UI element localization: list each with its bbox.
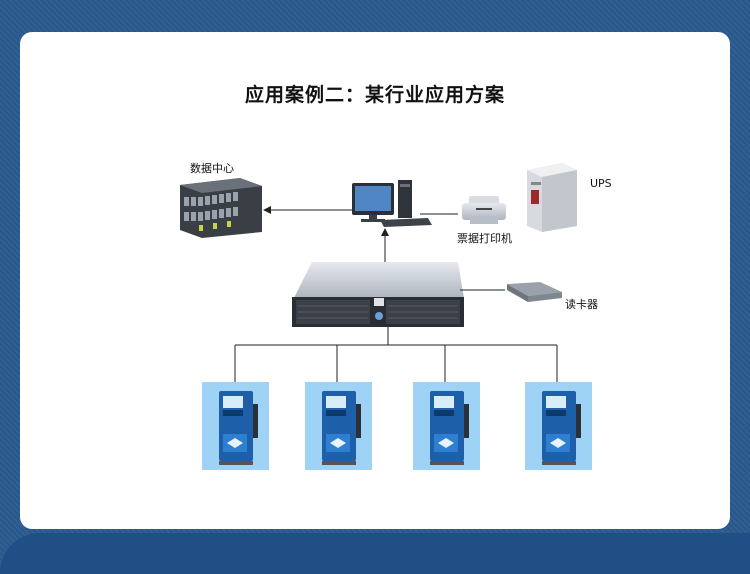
bottom-band: [0, 533, 750, 574]
page-title: 应用案例二：某行业应用方案: [244, 84, 505, 106]
data-center-icon: [180, 178, 262, 238]
fuel-dispenser-icon: [202, 382, 269, 470]
fuel-dispenser-icon: [413, 382, 480, 470]
card-reader-icon: [507, 282, 562, 302]
label-data-center: 数据中心: [190, 162, 234, 175]
label-ticket-printer: 票据打印机: [457, 232, 512, 245]
fuel-dispenser-icon: [525, 382, 592, 470]
ups-icon: [527, 163, 577, 232]
ticket-printer-icon: [462, 196, 506, 224]
computer-icon: [352, 180, 432, 227]
pump-bus: [234, 327, 558, 385]
fuel-dispenser-icon: [305, 382, 372, 470]
server-icon: [292, 262, 464, 327]
label-card-reader: 读卡器: [565, 298, 598, 311]
label-ups: UPS: [590, 177, 612, 190]
